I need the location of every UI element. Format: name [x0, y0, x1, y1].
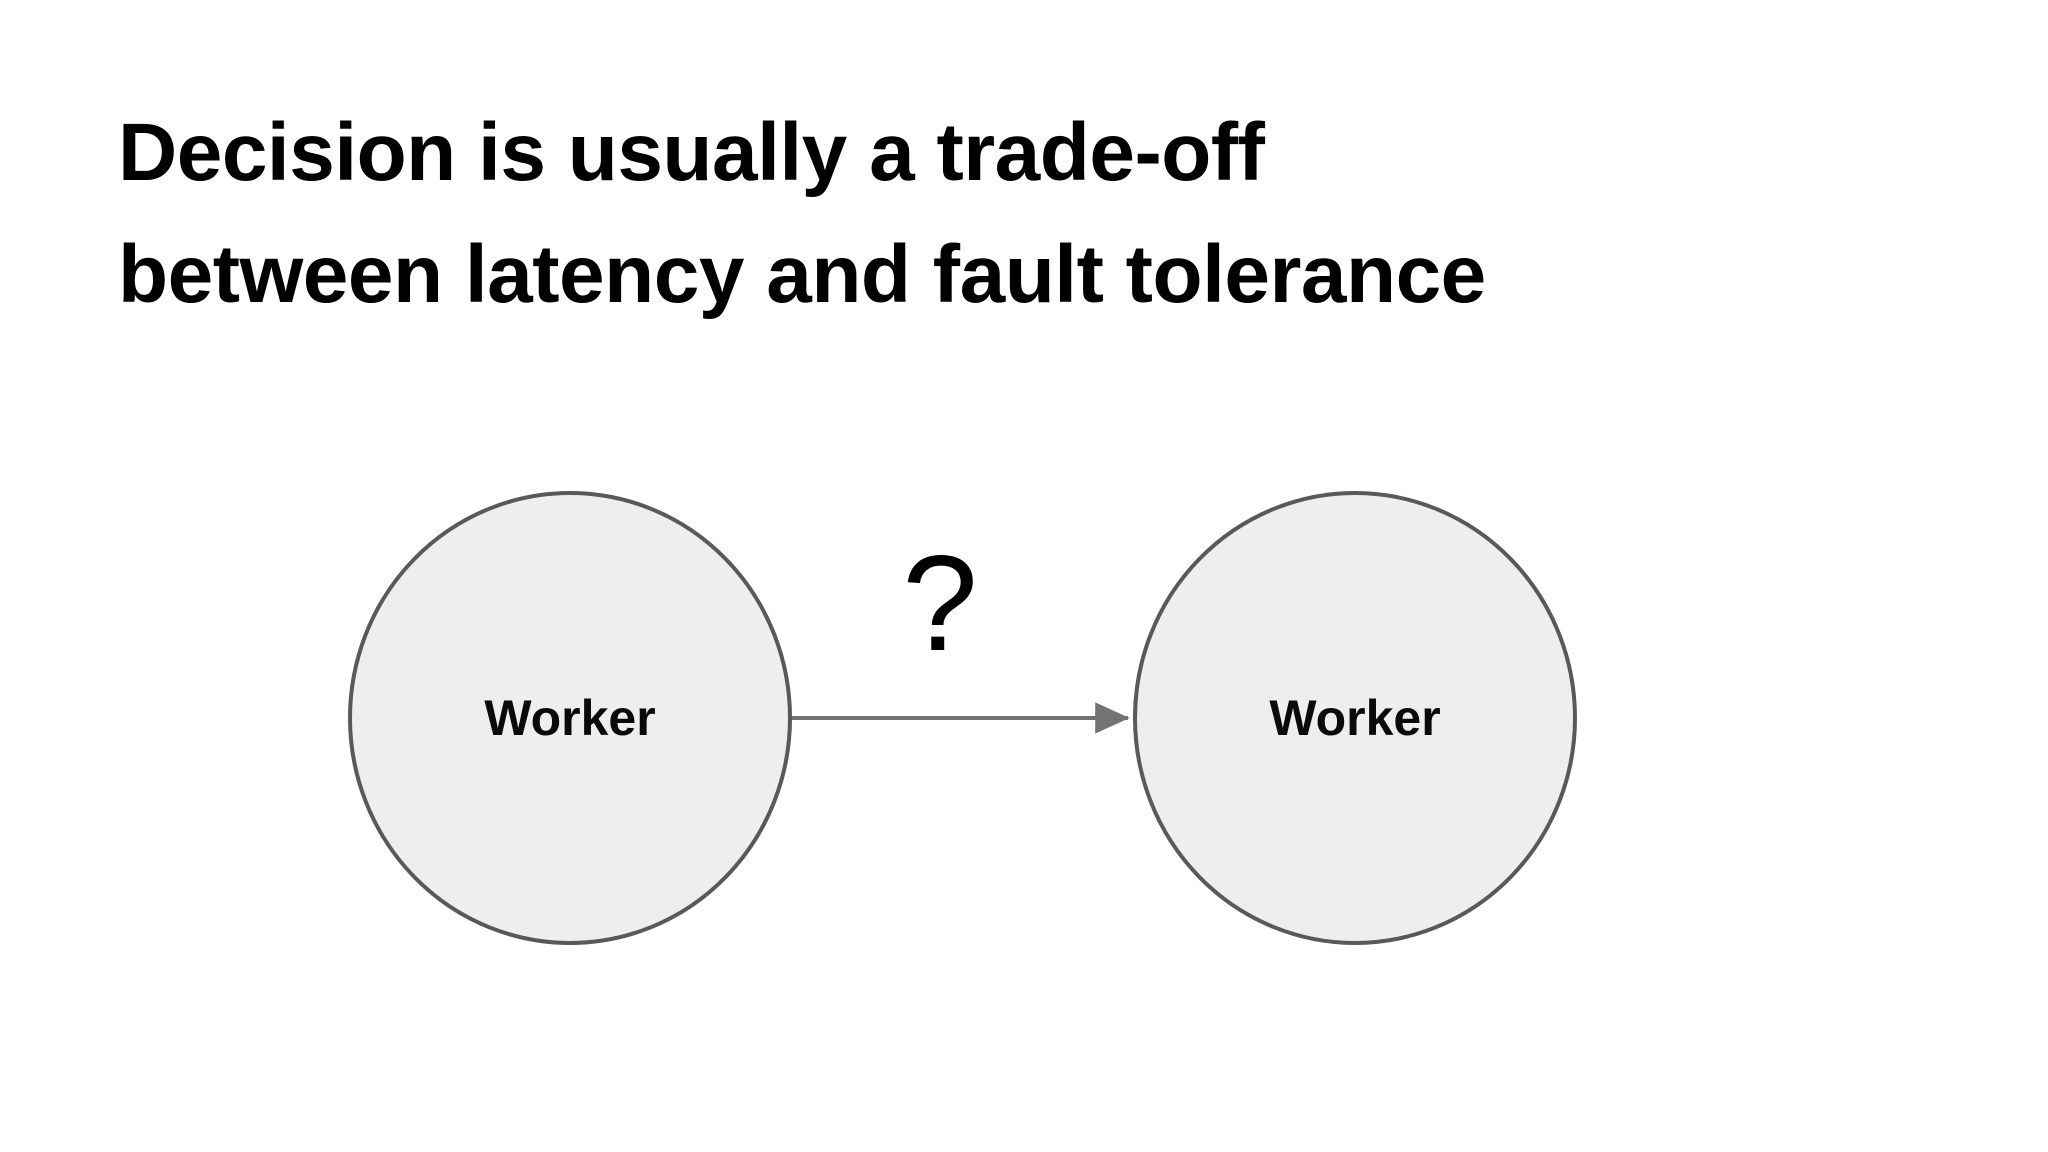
question-mark-label: ? — [902, 527, 978, 679]
page-title: Decision is usually a trade-off between … — [118, 92, 1958, 336]
node-label-left: Worker — [484, 690, 655, 746]
node-worker-right[interactable]: Worker — [1133, 491, 1577, 945]
node-shape-left — [348, 491, 792, 945]
node-worker-left[interactable]: Worker — [348, 491, 792, 945]
title-line-2: between latency and fault tolerance — [118, 229, 1486, 320]
node-label-right: Worker — [1269, 690, 1440, 746]
title-line-1: Decision is usually a trade-off — [118, 107, 1265, 198]
node-shape-right — [1133, 491, 1577, 945]
